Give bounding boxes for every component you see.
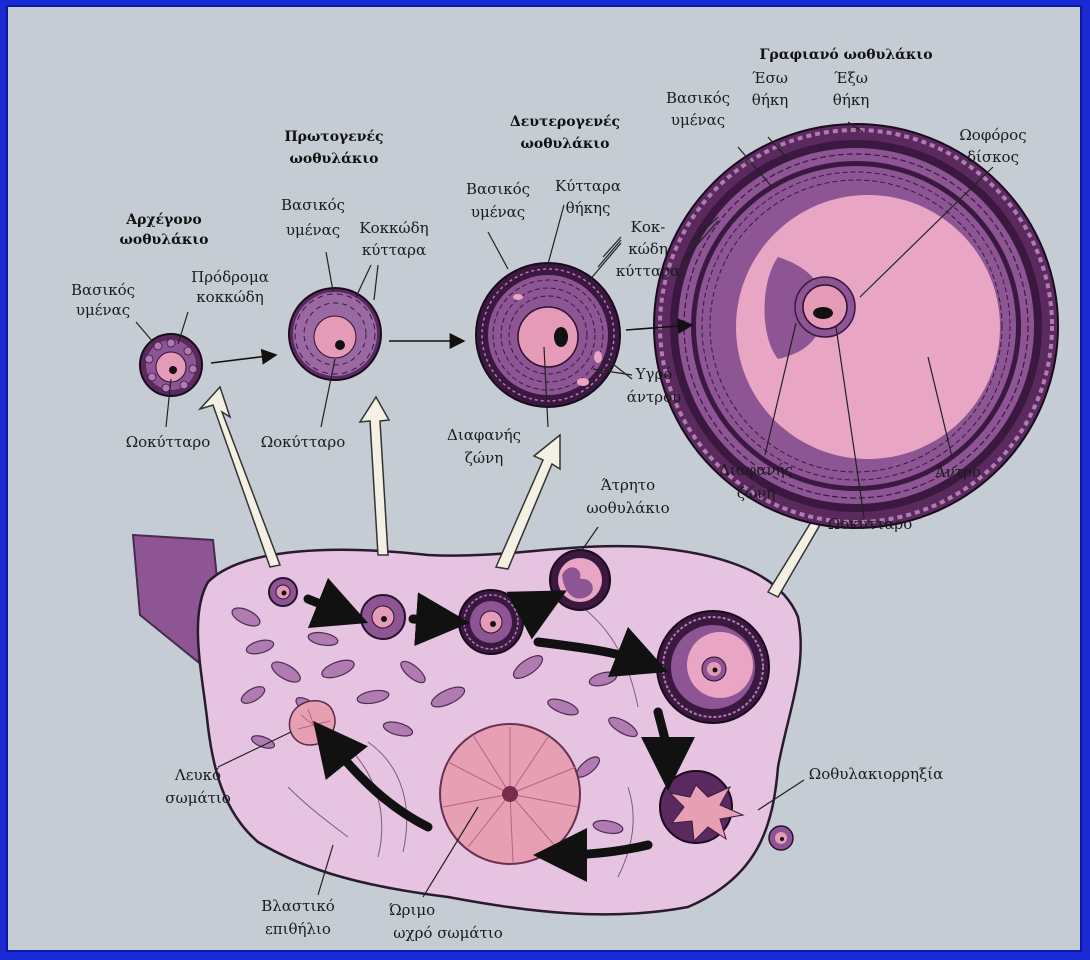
ovary-secondary-follicle <box>459 590 523 654</box>
graafian-follicle <box>654 124 1058 528</box>
primordial-title-2: ωοθυλάκιο <box>120 232 209 248</box>
secondary-follicle <box>476 263 620 407</box>
corpus-luteum <box>440 724 580 864</box>
released-oocyte <box>769 826 793 850</box>
secondary-granulosa-1: Κοκ- <box>631 218 666 236</box>
secondary-zona-1: Διαφανής <box>447 426 521 444</box>
graafian-cumulus-1: Ωοφόρος <box>959 126 1026 144</box>
graafian-basal-1: Βασικός <box>666 89 730 107</box>
primary-granulosa-1: Κοκκώδη <box>359 219 428 237</box>
ovary-primary-follicle <box>361 595 405 639</box>
corpus-albicans-2: σωμάτιο <box>165 789 231 807</box>
ovary-graafian-follicle <box>657 611 769 723</box>
secondary-basal-2: υμένας <box>471 203 525 221</box>
primary-follicle <box>289 288 381 380</box>
graafian-antrum: Άντρο <box>934 463 981 481</box>
ovary-primordial-follicle <box>269 578 297 606</box>
graafian-zona-2: ζώνη <box>737 484 775 502</box>
atretic-follicle-2: ωοθυλάκιο <box>586 499 669 517</box>
primordial-oocyte: Ωοκύτταρο <box>126 433 211 451</box>
corpus-albicans-1: Λευκό <box>174 766 221 784</box>
atretic-follicle-1: Άτρητο <box>600 476 655 494</box>
secondary-granulosa-2: κώδη <box>628 240 668 258</box>
primordial-pregranulosa-2: κοκκώδη <box>196 288 263 306</box>
primary-title-2: ωοθυλάκιο <box>290 151 379 167</box>
secondary-theca-2: θήκης <box>566 199 611 217</box>
graafian-theca-interna-2: θήκη <box>752 91 788 109</box>
primordial-pregranulosa-1: Πρόδρομα <box>191 268 269 286</box>
secondary-basal-1: Βασικός <box>466 180 530 198</box>
graafian-theca-interna-1: Έσω <box>752 69 788 87</box>
graafian-oocyte: Ωοκύτταρο <box>828 515 913 533</box>
secondary-antral-fluid-2: άντρου <box>627 388 682 406</box>
graafian-basal-2: υμένας <box>671 111 725 129</box>
primary-basal-2: υμένας <box>286 221 340 239</box>
graafian-theca-externa-2: θήκη <box>833 91 869 109</box>
corpus-luteum-2: ωχρό σωμάτιο <box>393 924 503 942</box>
labels-primordial: Αρχέγονο ωοθυλάκιο Βασικός υμένας Πρόδρο… <box>71 212 269 451</box>
primary-granulosa-2: κύτταρα <box>362 241 426 259</box>
primordial-title-1: Αρχέγονο <box>125 212 202 228</box>
graafian-theca-externa-1: Έξω <box>834 69 868 87</box>
graafian-zona-1: Διαφανής <box>719 461 793 479</box>
secondary-title-1: Δευτερογενές <box>510 114 620 130</box>
primordial-basal-2: υμένας <box>76 301 130 319</box>
graafian-title: Γραφιανό ωοθυλάκιο <box>759 47 932 63</box>
primary-title-1: Πρωτογενές <box>284 129 383 145</box>
germinal-epithelium-1: Βλαστικό <box>261 897 334 915</box>
ovary <box>133 535 801 914</box>
secondary-title-2: ωοθυλάκιο <box>521 136 610 152</box>
corpus-luteum-1: Ώριμο <box>389 901 435 919</box>
ovary-atretic-follicle <box>550 550 610 610</box>
ovulation-label: Ωοθυλακιορρηξία <box>809 765 943 783</box>
primordial-follicle <box>140 334 202 396</box>
primary-basal-1: Βασικός <box>281 196 345 214</box>
secondary-zona-2: ζώνη <box>465 449 503 467</box>
germinal-epithelium-2: επιθήλιο <box>265 920 331 938</box>
secondary-antral-fluid-1: Υγρό <box>635 365 673 383</box>
primordial-basal-1: Βασικός <box>71 281 135 299</box>
secondary-granulosa-3: κύτταρα <box>616 262 680 280</box>
diagram-frame: Αρχέγονο ωοθυλάκιο Βασικός υμένας Πρόδρο… <box>6 5 1082 952</box>
secondary-theca-1: Κύτταρα <box>555 177 621 195</box>
graafian-cumulus-2: δίσκος <box>967 148 1019 166</box>
primary-oocyte: Ωοκύτταρο <box>261 433 346 451</box>
ovarian-cycle-diagram: Αρχέγονο ωοθυλάκιο Βασικός υμένας Πρόδρο… <box>8 7 1080 950</box>
